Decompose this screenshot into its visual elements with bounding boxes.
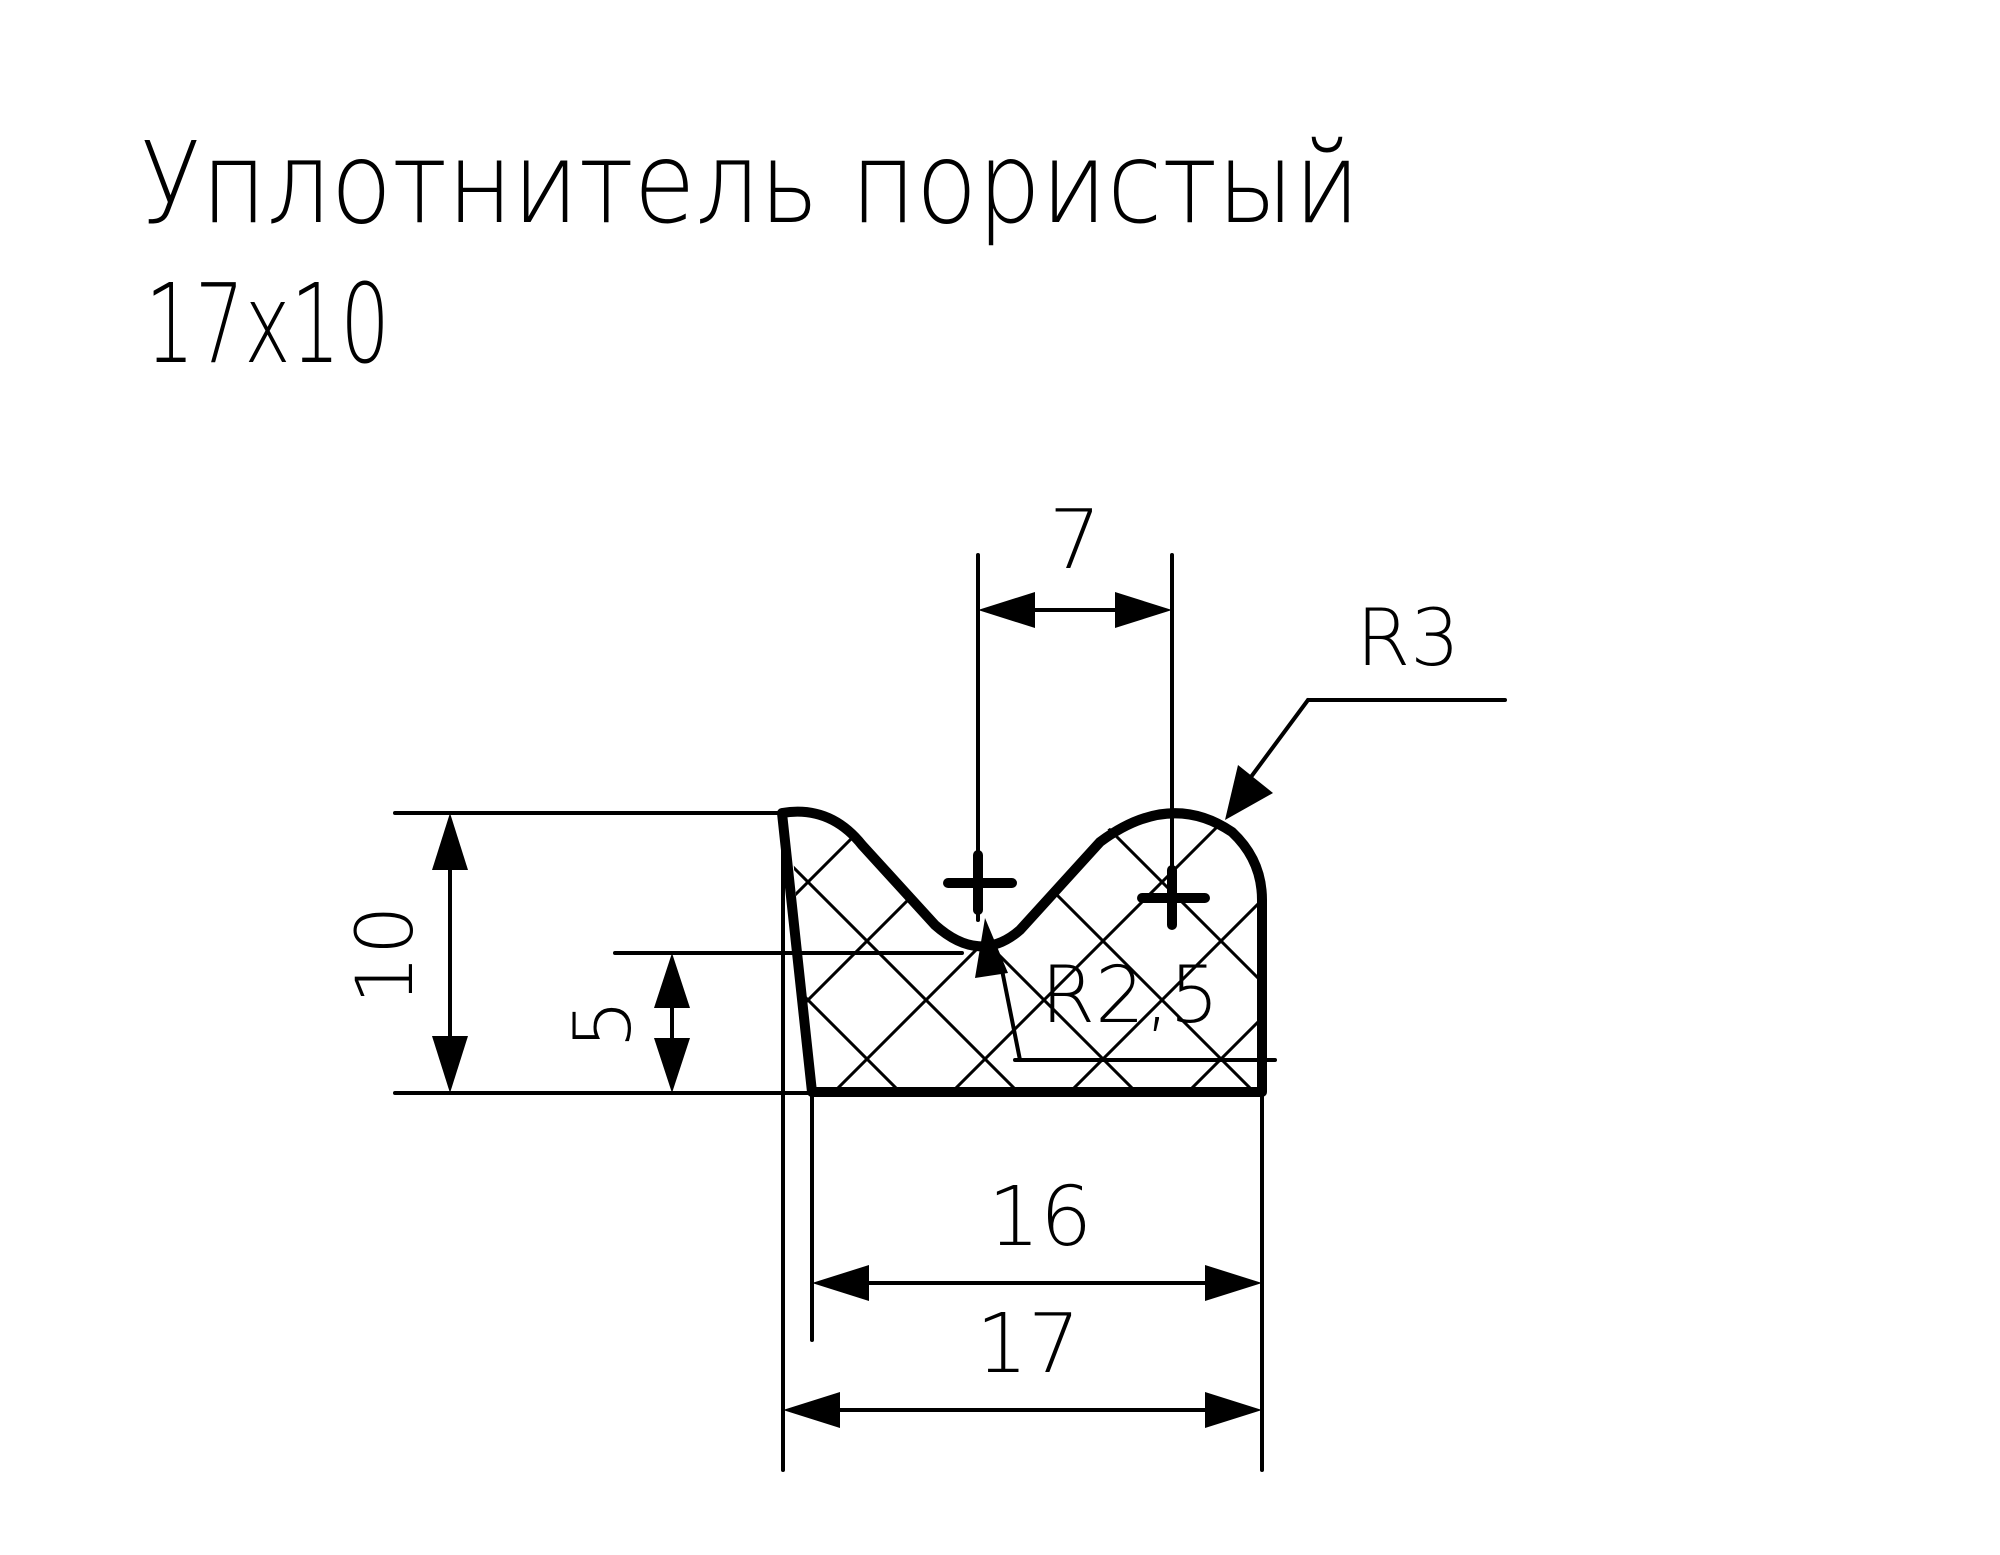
radius-leader-r25: R2,5 [975,918,1219,1062]
hatch-line [1588,600,2000,1400]
hatch-line [1470,600,2000,1400]
dim-label-10: 10 [341,905,431,1004]
hatch-line [1232,808,1262,1090]
hatch-line [1706,600,2000,1400]
dimension-height-groove: 5 [559,953,690,1093]
hatch-line [790,808,856,1090]
dim-label-5: 5 [559,999,649,1049]
hatch-line [878,808,1262,1090]
dim-label-r3: R3 [1356,594,1460,684]
hatch-line [1470,600,2000,1400]
hatch-line [878,808,1262,1090]
dim-label-17: 17 [976,1297,1080,1392]
hatch-line [790,808,1210,1090]
hatch-line [1232,808,1262,1090]
drawing-subtitle: 17x10 [145,260,390,388]
dimension-width-outer: 17 [783,1297,1262,1428]
extension-lines [393,553,1277,1472]
dimension-height-total: 10 [341,813,468,1093]
radius-leader-r3: R3 [1225,594,1507,820]
seal-profile-outline [777,806,1267,1097]
hatch-line [790,808,1262,1090]
drawing-title: Уплотнитель пористый [140,119,1360,249]
dim-label-r25: R2,5 [1041,951,1219,1041]
hatch-line [0,600,618,1400]
hatch-line [0,600,618,1400]
porous-hatching [0,600,2000,1400]
dim-label-16: 16 [988,1170,1092,1265]
hatch-line [790,808,1262,1090]
hatch-line [1706,600,2000,1400]
center-mark-bump [1137,865,1210,930]
hatch-line [790,808,1262,1090]
dimension-width-inner: 16 [812,1170,1262,1301]
hatch-line [1352,600,2000,1400]
dimension-width-top: 7 [978,493,1172,628]
hatch-line [1352,600,2000,1400]
hatch-line [790,808,856,1090]
hatch-line [1588,600,2000,1400]
dim-label-7: 7 [1049,493,1101,588]
